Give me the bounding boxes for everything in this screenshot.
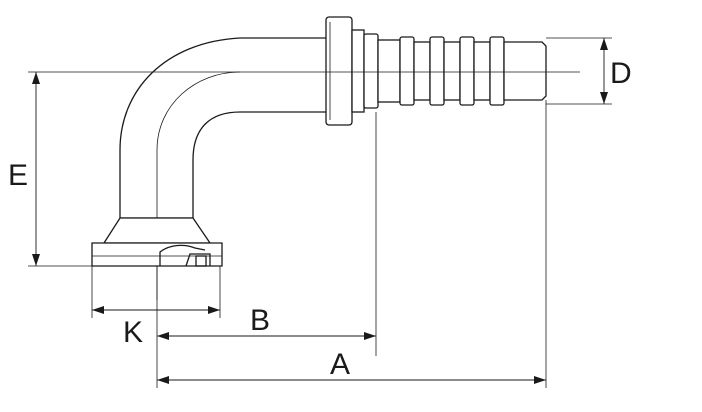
dimension-d-label: D <box>610 57 632 90</box>
elbow-body <box>119 37 331 300</box>
dimension-b-label: B <box>250 304 270 337</box>
dimension-d: D <box>600 38 632 104</box>
dimension-a: A <box>157 348 546 384</box>
extension-lines <box>28 37 612 388</box>
collar <box>325 16 365 126</box>
dimension-b: B <box>157 304 376 340</box>
dimension-e-label: E <box>8 159 28 192</box>
dimension-a-label: A <box>330 348 350 381</box>
hose-insert <box>363 33 547 109</box>
flange <box>91 217 223 267</box>
dimension-e: E <box>8 72 40 266</box>
dimension-k-label: K <box>123 316 143 349</box>
dimension-k: K <box>92 306 220 349</box>
